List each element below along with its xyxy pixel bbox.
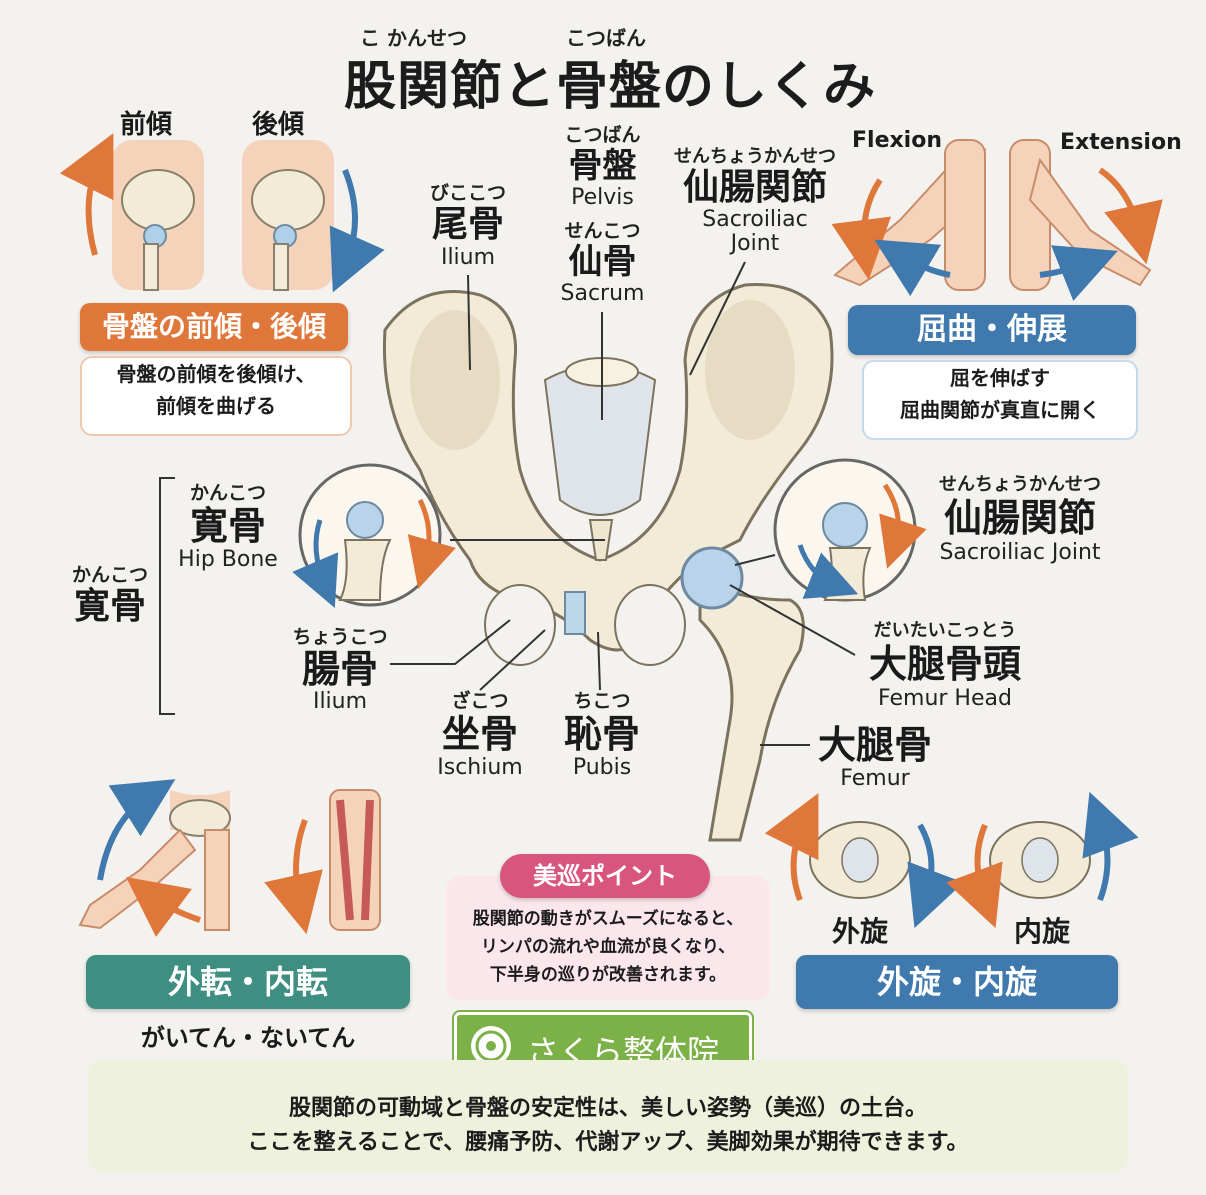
si-joint-top-en2: Joint (730, 231, 780, 256)
abduction-reading: がいてん・ないてん (140, 1024, 356, 1052)
footer-line1: 股関節の可動域と骨盤の安定性は、美しい姿勢（美巡）の土台。 (288, 1096, 927, 1121)
label-pelvis: こつばん 骨盤 Pelvis (545, 120, 660, 210)
label-pubis: ちこつ 恥骨 Pubis (542, 686, 662, 780)
point-line3: 下半身の巡りが改善されます。 (489, 965, 727, 985)
hip-bone-small-ruby: かんこつ (189, 482, 266, 504)
footer-box (88, 1060, 1128, 1172)
pelvic-tilt-desc-line1: 骨盤の前傾を後傾け、 (116, 362, 316, 386)
label-femur-head: だいたいこっとう 大腿骨頭 Femur Head (850, 616, 1040, 711)
coccyx-jp: 尾骨 (431, 204, 504, 245)
label-anterior-tilt: 前傾 (120, 110, 173, 140)
point-text: 股関節の動きがスムーズになると、 リンパの流れや血流が良くなり、 下半身の巡りが… (446, 905, 770, 989)
femur-head-jp: 大腿骨頭 (868, 642, 1021, 686)
pill-point: 美巡ポイント (500, 854, 710, 898)
right-zoom-circle (773, 458, 927, 602)
box-pelvic-tilt-desc: 骨盤の前傾を後傾け、 前傾を曲げる (80, 356, 352, 436)
label-internal-rotation: 内旋 (1013, 915, 1070, 948)
label-extension: Extension (1060, 130, 1182, 155)
si-joint-top-jp: 仙腸関節 (682, 167, 827, 208)
ischium-ruby: ざこつ (451, 690, 509, 712)
ilium-ruby: ちょうこつ (292, 626, 388, 648)
si-joint-right-jp: 仙腸関節 (943, 496, 1096, 540)
label-hip-bone-big: かんこつ 寛骨 (60, 560, 160, 627)
abduction-adduction-figures (78, 779, 381, 937)
ilium-jp: 腸骨 (301, 647, 378, 691)
pill-pelvic-tilt: 骨盤の前傾・後傾 (80, 303, 348, 351)
sacrum-en: Sacrum (560, 281, 645, 306)
footer-line2: ここを整えることで、腰痛予防、代謝アップ、美脚効果が期待できます。 (247, 1130, 969, 1155)
point-line1: 股関節の動きがスムーズになると、 (472, 909, 744, 929)
hip-bone-small-en: Hip Bone (178, 547, 278, 572)
label-posterior-tilt: 後傾 (252, 110, 305, 140)
box-flexion-desc: 屈を伸ばす 屈曲関節が真直に開く (862, 360, 1138, 440)
rotation-figures (764, 791, 1139, 929)
hip-bone-big-jp: 寛骨 (73, 586, 146, 627)
title-ruby-kotsuban: こつばん (566, 26, 646, 50)
label-flexion: Flexion (852, 128, 942, 153)
label-femur: 大腿骨 Femur (810, 724, 940, 791)
label-ilium: ちょうこつ 腸骨 Ilium (280, 622, 400, 714)
pelvis-jp: 骨盤 (568, 146, 637, 186)
hip-bone-big-ruby: かんこつ (71, 564, 148, 586)
label-external-rotation: 外旋 (831, 915, 888, 948)
pubis-ruby: ちこつ (573, 690, 631, 712)
sacrum-jp: 仙骨 (568, 242, 637, 282)
si-joint-top-en1: Sacroiliac (702, 207, 808, 232)
flexion-extension-figures (831, 139, 1163, 301)
pelvis-en: Pelvis (571, 185, 634, 210)
label-coccyx: びここつ 尾骨 Ilium (408, 178, 528, 270)
femur-head-en: Femur Head (878, 686, 1012, 711)
label-si-joint-right: せんちょうかんせつ 仙腸関節 Sacroiliac Joint (910, 470, 1130, 565)
pelvic-tilt-desc-line2: 前傾を曲げる (156, 394, 276, 418)
pubis-jp: 恥骨 (563, 712, 640, 756)
si-joint-right-en: Sacroiliac Joint (939, 540, 1101, 565)
label-sacrum: せんこつ 仙骨 Sacrum (545, 216, 660, 306)
femur-bone (680, 546, 805, 842)
femur-jp: 大腿骨 (817, 723, 932, 767)
page-title: 股関節と骨盤のしくみ (344, 57, 877, 117)
hip-bone-small-jp: 寛骨 (189, 504, 266, 548)
flexion-desc-line2: 屈曲関節が真直に開く (900, 398, 1100, 422)
pill-abduction-adduction: 外転・内転 (86, 955, 410, 1009)
coccyx-ruby: びここつ (429, 182, 506, 204)
pelvic-tilt-figures (59, 133, 385, 293)
flexion-desc-line1: 屈を伸ばす (950, 366, 1050, 390)
ischium-en: Ischium (437, 755, 523, 780)
label-hip-bone-small: かんこつ 寛骨 Hip Bone (168, 478, 288, 572)
si-joint-top-ruby: せんちょうかんせつ (674, 146, 836, 167)
label-ischium: ざこつ 坐骨 Ischium (420, 686, 540, 780)
pill-flexion-extension: 屈曲・伸展 (848, 305, 1136, 355)
pubis-en: Pubis (572, 755, 632, 780)
si-joint-right-ruby: せんちょうかんせつ (939, 474, 1101, 495)
pelvis-bone (382, 283, 834, 666)
pelvis-ruby: こつばん (564, 124, 641, 146)
point-line2: リンパの流れや血流が良くなり、 (480, 937, 736, 957)
coccyx-en: Ilium (440, 245, 496, 270)
femur-head-ruby: だいたいこっとう (873, 620, 1017, 641)
title-ruby-kansetsu: こ かんせつ (360, 26, 467, 50)
sacrum-ruby: せんこつ (564, 220, 641, 242)
left-zoom-circle (292, 463, 456, 608)
femur-en: Femur (840, 766, 910, 791)
footer-text: 股関節の可動域と骨盤の安定性は、美しい姿勢（美巡）の土台。 ここを整えることで、… (88, 1092, 1128, 1160)
ilium-en: Ilium (312, 689, 368, 714)
leader-lines (159, 261, 856, 746)
pill-rotation: 外旋・内旋 (796, 955, 1118, 1009)
ischium-jp: 坐骨 (441, 712, 518, 756)
label-si-joint-top: せんちょうかんせつ 仙腸関節 Sacroiliac Joint (665, 142, 845, 256)
